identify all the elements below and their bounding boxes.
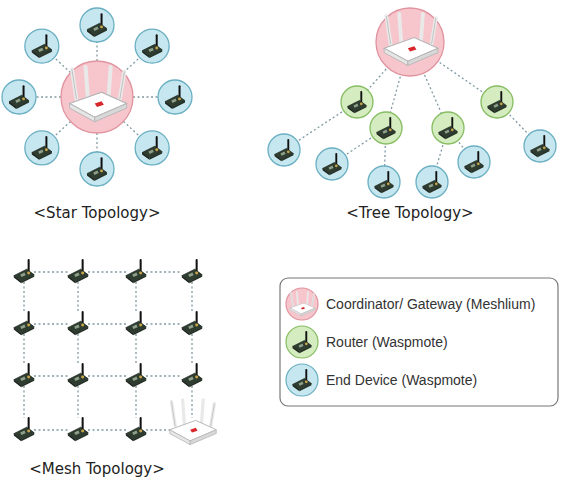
link-line: [88, 271, 126, 272]
waspmote-icon: [9, 86, 29, 109]
end-device-circle: [80, 152, 114, 186]
waspmote-icon: [126, 418, 146, 441]
waspmote-icon: [68, 312, 88, 335]
end-device-circle: [268, 134, 300, 166]
waspmote-icon: [32, 137, 52, 160]
legend-icons: [286, 288, 318, 396]
end-device-circle: [158, 80, 192, 114]
link-line: [191, 386, 192, 418]
end-device-circle: [135, 131, 169, 165]
link-line: [34, 323, 68, 324]
waspmote-icon: [68, 418, 88, 441]
waspmote-icon: [275, 140, 294, 161]
waspmote-icon: [182, 312, 202, 335]
link-line: [135, 334, 136, 364]
link-line: [23, 334, 24, 364]
link-line: [146, 271, 182, 272]
waspmote-icon: [142, 35, 162, 58]
end-device-circle: [25, 131, 59, 165]
end-device-circle: [135, 29, 169, 63]
waspmote-icon: [68, 364, 88, 387]
gateway-icon: [290, 292, 315, 316]
legend-text: Coordinator/ Gateway (Meshlium): [326, 296, 535, 312]
router-circle: [341, 86, 373, 118]
link-line: [34, 375, 68, 376]
link-line: [135, 282, 136, 312]
waspmote-icon: [142, 137, 162, 160]
waspmote-icon: [87, 14, 107, 37]
end-device-circle: [458, 146, 490, 178]
legend-swatch: [286, 364, 318, 396]
link-line: [23, 386, 24, 418]
link-line: [34, 429, 68, 430]
waspmote-icon: [423, 172, 442, 193]
waspmote-icon: [348, 92, 367, 113]
end-device-circle: [80, 8, 114, 42]
legend-text: End Device (Waspmote): [326, 372, 477, 388]
waspmote-icon: [14, 260, 34, 283]
link-line: [191, 334, 192, 364]
waspmote-icon: [126, 260, 146, 283]
waspmote-icon: [293, 332, 312, 353]
legend-swatch: [286, 326, 318, 358]
link-line: [191, 282, 192, 312]
link-line: [23, 282, 24, 312]
gateway-icon: [70, 67, 127, 122]
waspmote-icon: [14, 312, 34, 335]
topology-caption: <Tree Topology>: [346, 204, 473, 222]
link-line: [146, 375, 182, 376]
link-line: [77, 282, 78, 312]
waspmote-icon: [165, 86, 185, 109]
end-device-circle: [316, 148, 348, 180]
link-line: [77, 386, 78, 418]
router-circle: [432, 112, 464, 144]
end-device-circle: [2, 80, 36, 114]
topology-caption: <Mesh Topology>: [29, 460, 165, 478]
legend-swatch: [286, 288, 318, 320]
link-line: [88, 429, 126, 430]
device-icons: [2, 8, 556, 445]
waspmote-icon: [377, 118, 396, 139]
waspmote-icon: [375, 172, 394, 193]
end-device-circle: [416, 166, 448, 198]
topology-caption: <Star Topology>: [34, 204, 161, 222]
router-circle: [481, 86, 513, 118]
link-line: [88, 323, 126, 324]
waspmote-icon: [32, 35, 52, 58]
router-circle: [370, 112, 402, 144]
waspmote-icon: [323, 154, 342, 175]
waspmote-icon: [488, 92, 507, 113]
link-line: [77, 334, 78, 364]
waspmote-icon: [531, 136, 550, 157]
link-line: [34, 271, 68, 272]
end-device-circle: [368, 166, 400, 198]
waspmote-icon: [68, 260, 88, 283]
waspmote-icon: [126, 364, 146, 387]
coordinator-circle: [61, 61, 133, 133]
gateway-icon: [384, 14, 438, 66]
end-device-circle: [524, 130, 556, 162]
legend-box: [280, 278, 558, 406]
waspmote-icon: [14, 364, 34, 387]
end-device-circle: [25, 29, 59, 63]
waspmote-icon: [14, 418, 34, 441]
waspmote-icon: [439, 118, 458, 139]
gateway-icon: [170, 400, 217, 445]
waspmote-icon: [293, 370, 312, 391]
waspmote-icon: [87, 158, 107, 181]
waspmote-icon: [126, 312, 146, 335]
link-line: [135, 386, 136, 418]
link-line: [146, 323, 182, 324]
waspmote-icon: [465, 152, 484, 173]
link-line: [88, 375, 126, 376]
coordinator-circle: [376, 8, 444, 76]
waspmote-icon: [182, 364, 202, 387]
waspmote-icon: [182, 260, 202, 283]
legend-text: Router (Waspmote): [326, 334, 448, 350]
